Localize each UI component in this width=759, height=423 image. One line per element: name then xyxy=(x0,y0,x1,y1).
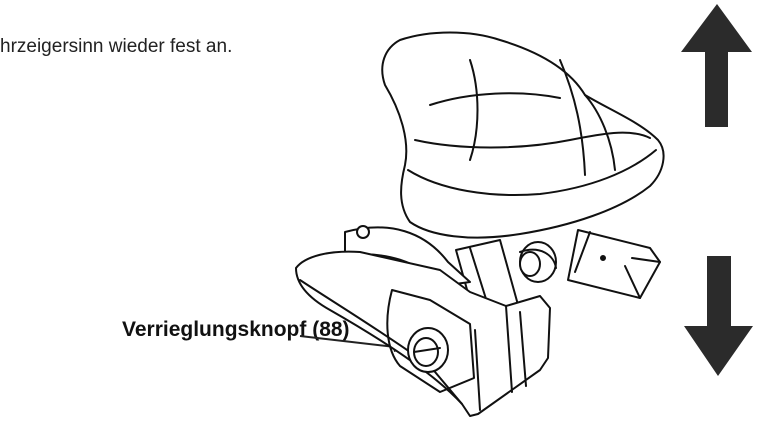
arrow-up-icon xyxy=(681,4,752,127)
arrow-down-icon xyxy=(684,256,753,376)
instruction-text: hrzeigersinn wieder fest an. xyxy=(0,36,233,57)
bike-seat-icon xyxy=(295,31,665,417)
locking-knob-label: Verrieglungsknopf (88) xyxy=(122,318,350,341)
